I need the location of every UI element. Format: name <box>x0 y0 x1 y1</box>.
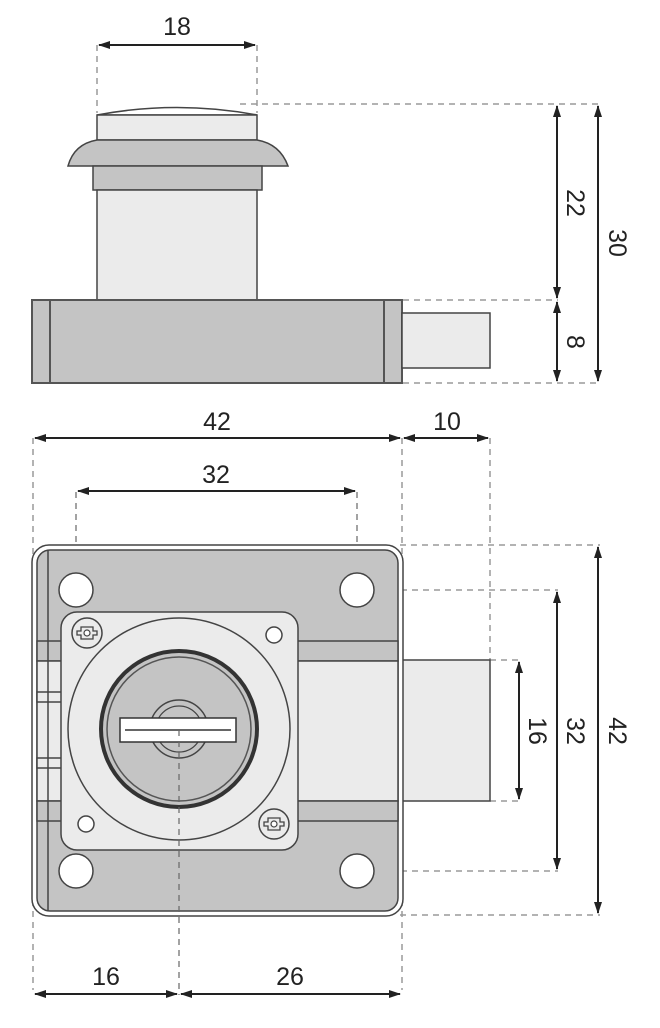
dim-backset-left: 16 <box>92 963 120 991</box>
lock-body-side <box>31 299 403 384</box>
side-view: 18 22 8 30 <box>31 13 631 384</box>
cylinder-dome <box>96 106 258 116</box>
dim-hole-spacing-vertical: 32 <box>561 717 589 745</box>
cylinder-barrel <box>96 189 258 301</box>
front-view: 42 10 32 16 32 42 16 26 <box>31 408 631 998</box>
dim-bolt-height: 16 <box>523 717 551 745</box>
dim-bolt-projection: 10 <box>433 408 461 436</box>
cylinder-cap <box>96 114 258 141</box>
dim-total-height: 30 <box>603 229 631 257</box>
bolt-front <box>394 659 491 802</box>
mounting-hole <box>58 572 94 608</box>
plate-hole <box>77 815 95 833</box>
dim-body-height: 42 <box>603 717 631 745</box>
mounting-hole <box>339 572 375 608</box>
dim-hole-spacing-horizontal: 32 <box>202 461 230 489</box>
mounting-hole <box>339 853 375 889</box>
dim-body-thickness: 8 <box>561 335 589 349</box>
plate-hole <box>265 626 283 644</box>
mounting-hole <box>58 853 94 889</box>
dim-body-width: 42 <box>203 408 231 436</box>
dim-cylinder-height: 22 <box>561 189 589 217</box>
dim-backset-right: 26 <box>276 963 304 991</box>
dim-cylinder-diameter: 18 <box>163 13 191 41</box>
cylinder-collar <box>92 165 263 191</box>
cylinder-flange <box>67 139 290 167</box>
screw-icon <box>258 808 290 840</box>
screw-icon <box>71 617 103 649</box>
bolt-side <box>401 312 491 369</box>
